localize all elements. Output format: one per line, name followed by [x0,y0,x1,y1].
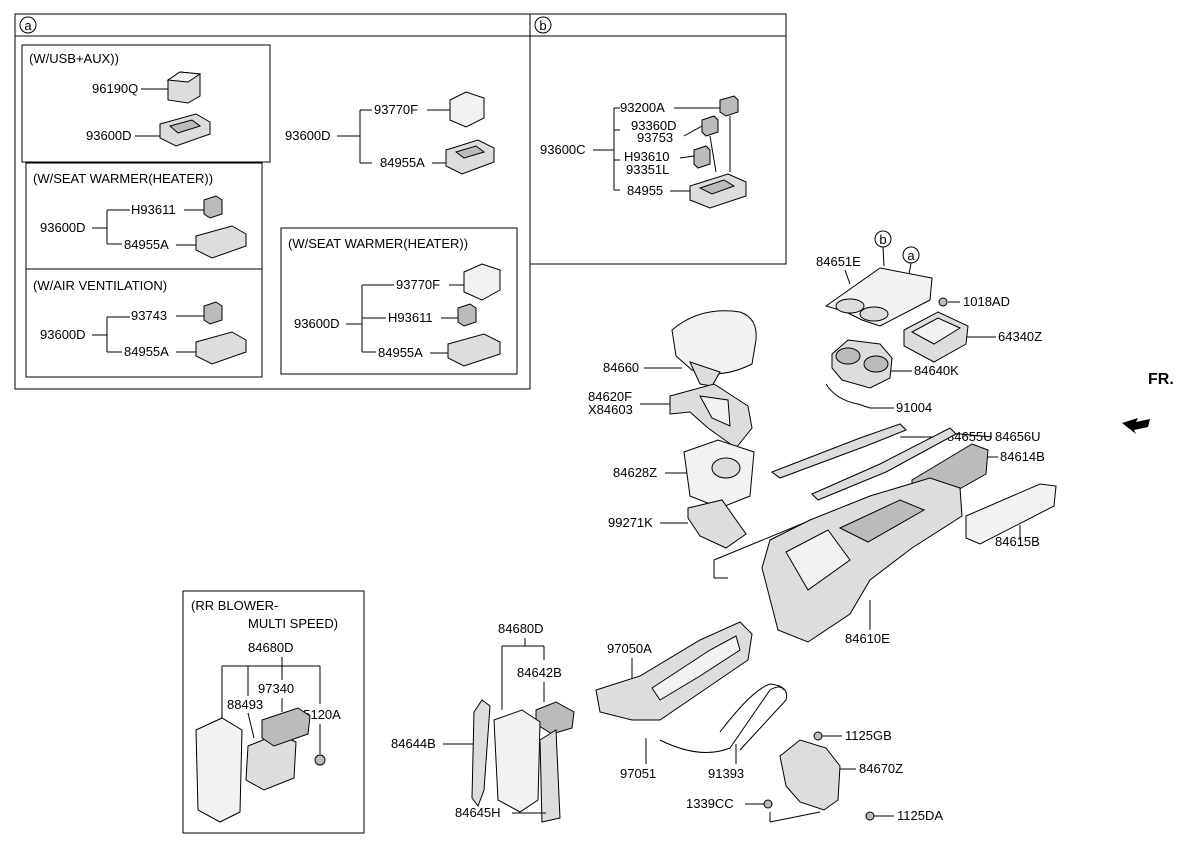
seat-warmer-2-title: (W/SEAT WARMER(HEATER)) [288,236,468,251]
bracket-99271k [687,499,747,549]
rr-blower-group: (RR BLOWER- MULTI SPEED) 84680D 97340 88… [182,590,365,834]
label-1125da: 1125DA [897,808,943,823]
label-97051: 97051 [620,766,656,781]
label-99271k: 99271K [608,515,653,530]
section-b-marker: b [539,18,546,33]
rr-blower-title-1: (RR BLOWER- [191,598,278,613]
label-93600d-av: 93600D [40,327,86,342]
label-x84603: X84603 [588,402,633,417]
label-h93611-sw1: H93611 [131,202,176,217]
label-h93611-sw2: H93611 [388,310,433,325]
seat-warmer-2-group: (W/SEAT WARMER(HEATER)) 93600D 93770F H9… [280,227,518,375]
label-93600d-sw1: 93600D [40,220,86,235]
label-84614b: 84614B [1000,449,1045,464]
label-93200a: 93200A [620,100,665,115]
front-arrow-icon [1122,418,1150,434]
label-93600d-sw2: 93600D [294,316,340,331]
heater-switch-part [195,195,247,259]
screw-1018ad [938,297,948,307]
label-93351l: 93351L [626,162,669,177]
label-84610e: 84610E [845,631,890,646]
seat-warmer-1-title: (W/SEAT WARMER(HEATER)) [33,171,213,186]
label-84680d-main: 84680D [498,621,544,636]
switch-pack-part [447,263,501,367]
bolt-1125gb [813,731,823,741]
label-84660: 84660 [603,360,639,375]
air-vent-title: (W/AIR VENTILATION) [33,278,167,293]
label-84628z: 84628Z [613,465,657,480]
label-84655u: 84655U [947,429,993,444]
vent-switch-part [195,301,247,365]
duct-97050a [595,621,753,721]
label-84656u: 84656U [995,429,1041,444]
label-93770f-sw2: 93770F [396,277,440,292]
panel-84615b [965,483,1057,545]
label-84680d-rr: 84680D [248,640,294,655]
label-84955a-sw1: 84955A [124,237,169,252]
std-group: 93600D 93770F 84955A [285,91,495,175]
label-88493: 88493 [227,697,263,712]
marker-b-main: b [879,232,886,247]
harness-91393 [659,686,785,753]
front-label: FR. [1148,371,1174,388]
label-93600d: 93600D [86,128,132,143]
rr-blower-parts [195,707,326,823]
usb-aux-title: (W/USB+AUX)) [29,51,119,66]
label-1018ad: 1018AD [963,294,1010,309]
label-97050a: 97050A [607,641,652,656]
wire-91004 [825,383,871,409]
label-h93610: H93610 [624,149,670,164]
label-84955: 84955 [627,183,663,198]
label-1125gb: 1125GB [845,728,892,743]
trim-84656u [811,427,957,501]
usb-module-part [159,71,211,147]
armrest-84660 [671,310,757,375]
switch-module-part [445,91,495,175]
label-93770f-std: 93770F [374,102,418,117]
label-93600c: 93600C [540,142,586,157]
label-84642b: 84642B [517,665,562,680]
label-84955a-sw2: 84955A [378,345,423,360]
label-96190q: 96190Q [92,81,138,96]
label-93753: 93753 [637,130,673,145]
usb-aux-group: (W/USB+AUX)) 96190Q 93600D [21,44,271,163]
bolt-1125da [865,811,875,821]
label-64340z: 64340Z [998,329,1042,344]
rr-blower-title-2: MULTI SPEED) [248,616,338,631]
main-assembly: b a 84651E 1018AD 64340Z 84660 84640K 91… [391,230,1174,823]
label-91393: 91393 [708,766,744,781]
section-b: b 93600C 93200A 93360D 93753 H93610 9335… [529,13,787,265]
air-vent-group: (W/AIR VENTILATION) 93600D 93743 84955A [25,268,263,378]
label-1339cc: 1339CC [686,796,734,811]
vent-84642b [535,701,575,735]
marker-a-main: a [907,248,915,263]
section-a: a (W/USB+AUX)) 96190Q 93600D 93600D 9377… [14,13,531,390]
label-84955a-std: 84955A [380,155,425,170]
rear-vent-main [493,709,541,813]
label-93600d-std: 93600D [285,128,331,143]
label-84615b: 84615B [995,534,1040,549]
trim-84655u [770,423,907,479]
label-93743-av: 93743 [131,308,167,323]
label-84645h: 84645H [455,805,501,820]
label-84640k: 84640K [914,363,959,378]
usb-jack-part [689,95,747,209]
clip-1339cc [763,799,773,809]
label-84644b: 84644B [391,736,436,751]
label-97340: 97340 [258,681,294,696]
section-a-marker: a [24,18,32,33]
seat-warmer-1-group: (W/SEAT WARMER(HEATER)) 93600D H93611 84… [25,162,263,270]
bracket-84670z [779,739,841,811]
label-84670z: 84670Z [859,761,903,776]
label-93360d: 93360D [631,118,677,133]
label-84651e: 84651E [816,254,861,269]
trim-84644b [471,699,491,808]
label-84620f: 84620F [588,389,632,404]
label-84955a-av: 84955A [124,344,169,359]
console-body-84610e [761,477,963,643]
label-91004: 91004 [896,400,932,415]
